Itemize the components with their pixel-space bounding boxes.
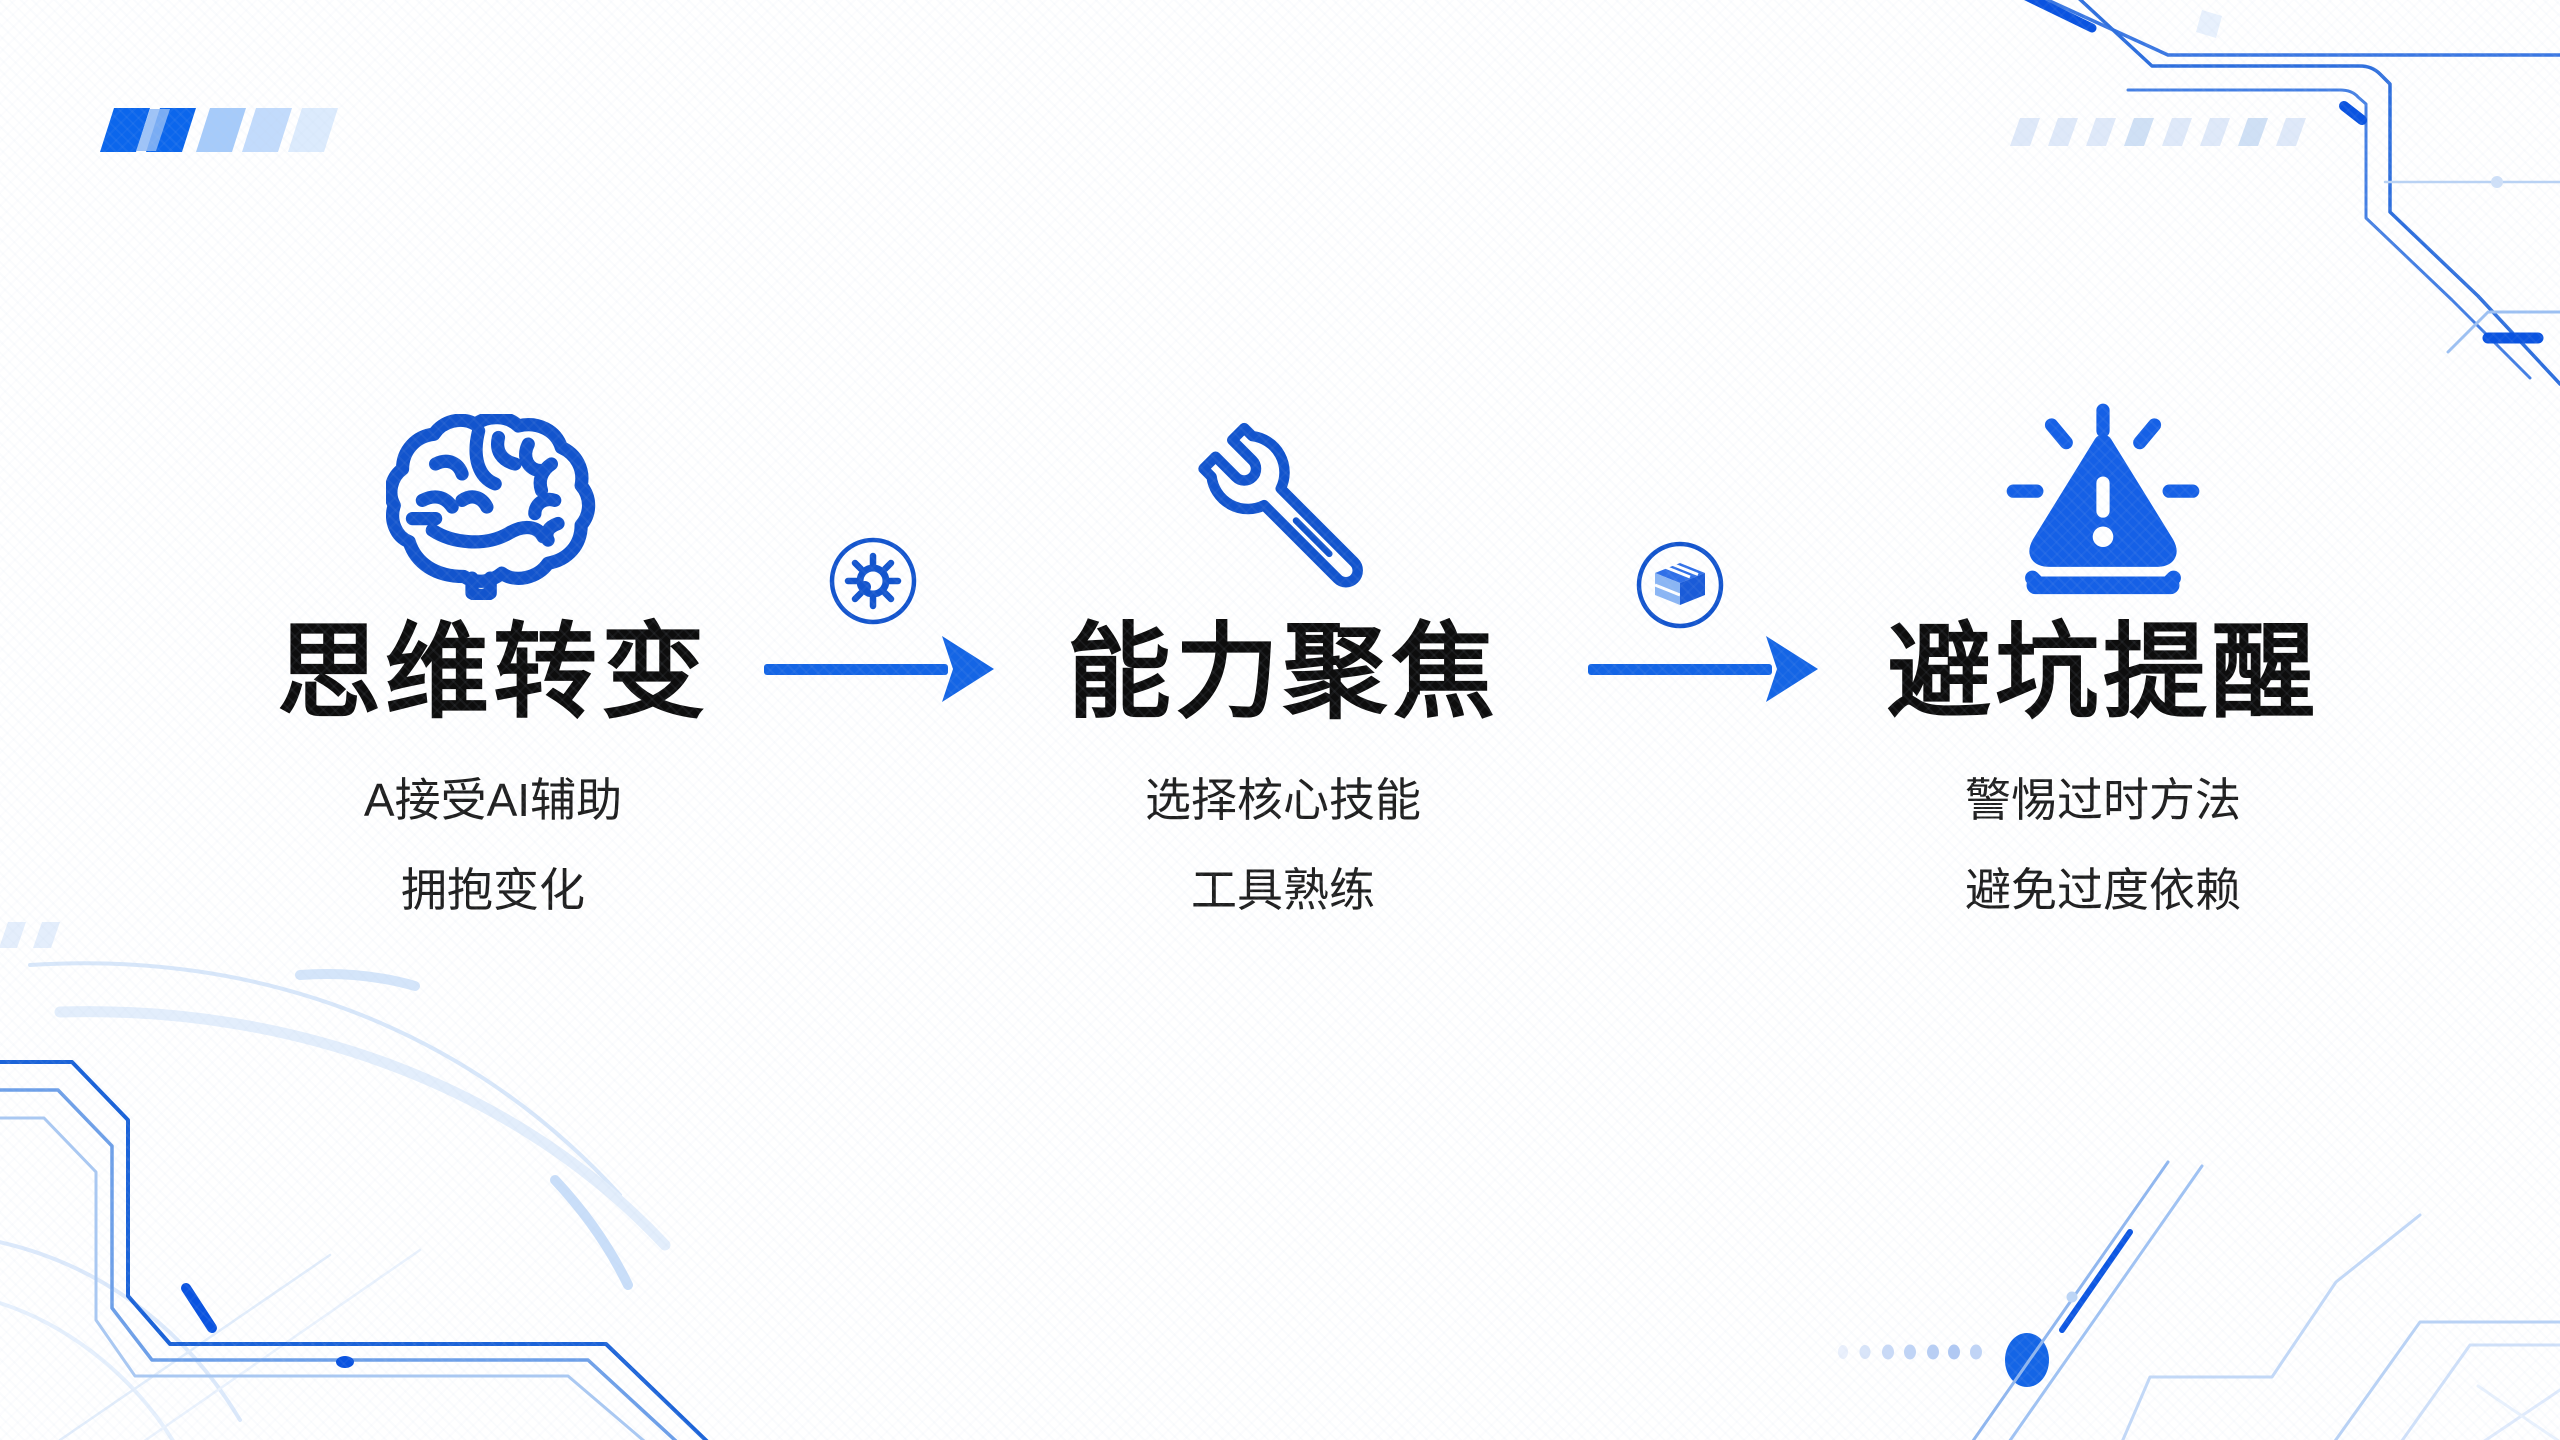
step-subtext-line: A接受AI辅助 xyxy=(363,774,623,827)
step-ability: 能力聚焦 选择核心技能 工具熟练 xyxy=(963,380,1603,913)
step-subtext-line: 拥抱变化 xyxy=(401,864,585,917)
step-subtext-line: 警惕过时方法 xyxy=(1965,774,2241,827)
step-mindset: 思维转变 A接受AI辅助 拥抱变化 xyxy=(173,380,813,913)
big-dot xyxy=(2005,1333,2049,1387)
step-subtext-line: 选择核心技能 xyxy=(1145,774,1421,827)
top-left-slashes-decoration xyxy=(100,108,338,152)
top-right-circuit-decoration xyxy=(2010,0,2560,386)
wrench-icon xyxy=(963,380,1603,600)
gear-badge-icon xyxy=(828,536,918,626)
step-subtext-line: 避免过度依赖 xyxy=(1965,864,2241,917)
step-pitfalls: 避坑提醒 警惕过时方法 避免过度依赖 xyxy=(1783,380,2423,913)
step-title: 避坑提醒 xyxy=(1886,615,2319,731)
right-arrow xyxy=(764,636,994,702)
brain-icon xyxy=(173,380,813,600)
step-subtext-line: 工具熟练 xyxy=(1191,864,1375,917)
step-title: 思维转变 xyxy=(276,615,709,731)
right-arrow xyxy=(1588,636,1818,702)
bottom-right-circuit-dots-decoration xyxy=(1838,1160,2560,1440)
box-badge-icon xyxy=(1635,540,1725,630)
alert-icon xyxy=(1783,380,2423,600)
bottom-left-circuit-decoration xyxy=(0,922,709,1440)
step-title: 能力聚焦 xyxy=(1066,615,1499,731)
